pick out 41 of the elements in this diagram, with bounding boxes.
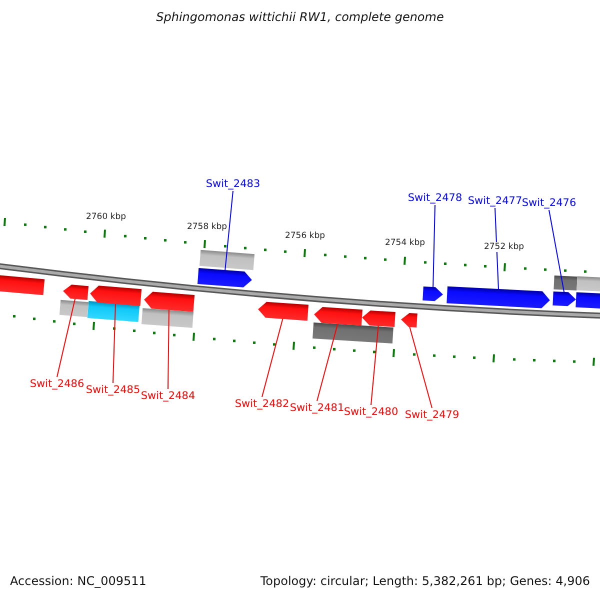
leader-line [56, 296, 76, 378]
scale-label: 2756 kbp [284, 231, 326, 241]
gene-feature [197, 268, 253, 288]
gene-label: Swit_2486 [30, 378, 84, 390]
gene-feature [422, 286, 444, 302]
gene-label: Swit_2481 [290, 402, 344, 414]
leader-line [548, 210, 565, 295]
gene-feature [400, 312, 418, 328]
gene-label: Swit_2485 [86, 384, 140, 396]
gene-bar [576, 292, 600, 309]
scale-label: 2752 kbp [484, 242, 524, 252]
leader-line [316, 322, 338, 402]
gene-feature [552, 291, 576, 307]
leader-line [112, 302, 116, 384]
gene-feature [362, 310, 396, 328]
gene-feature [446, 286, 550, 309]
gene-label: Swit_2480 [344, 406, 398, 418]
gene-label: Swit_2484 [140, 390, 196, 402]
scale-label: 2760 kbp [86, 212, 126, 222]
leader-line [370, 324, 379, 406]
gene-label: Swit_2482 [234, 398, 290, 410]
scale-label: 2754 kbp [384, 238, 426, 248]
gene-feature [143, 291, 195, 312]
gene-feature [62, 284, 89, 300]
leader-line [168, 308, 170, 390]
gene-label: Swit_2476 [522, 197, 576, 209]
footer-text: Topology: circular; Length: 5,382,261 bp; Genes: 4,906 [260, 574, 590, 588]
leader-line [432, 204, 436, 290]
gene-feature [258, 301, 308, 321]
leader-line [224, 190, 234, 272]
gene-label: Swit_2477 [468, 195, 522, 207]
gene-feature [314, 306, 362, 326]
scale-label: 2758 kbp [186, 222, 228, 232]
gene-label: Swit_2483 [206, 178, 260, 190]
leader-line [262, 317, 284, 398]
leader-line [494, 208, 499, 290]
gene-label: Swit_2479 [404, 409, 460, 421]
gene-label: Swit_2478 [408, 192, 462, 204]
diagram-title: Sphingomonas wittichii RW1, complete genome [155, 10, 445, 24]
gene-bar [0, 274, 45, 296]
footer-text: Accession: NC_009511 [10, 574, 146, 588]
